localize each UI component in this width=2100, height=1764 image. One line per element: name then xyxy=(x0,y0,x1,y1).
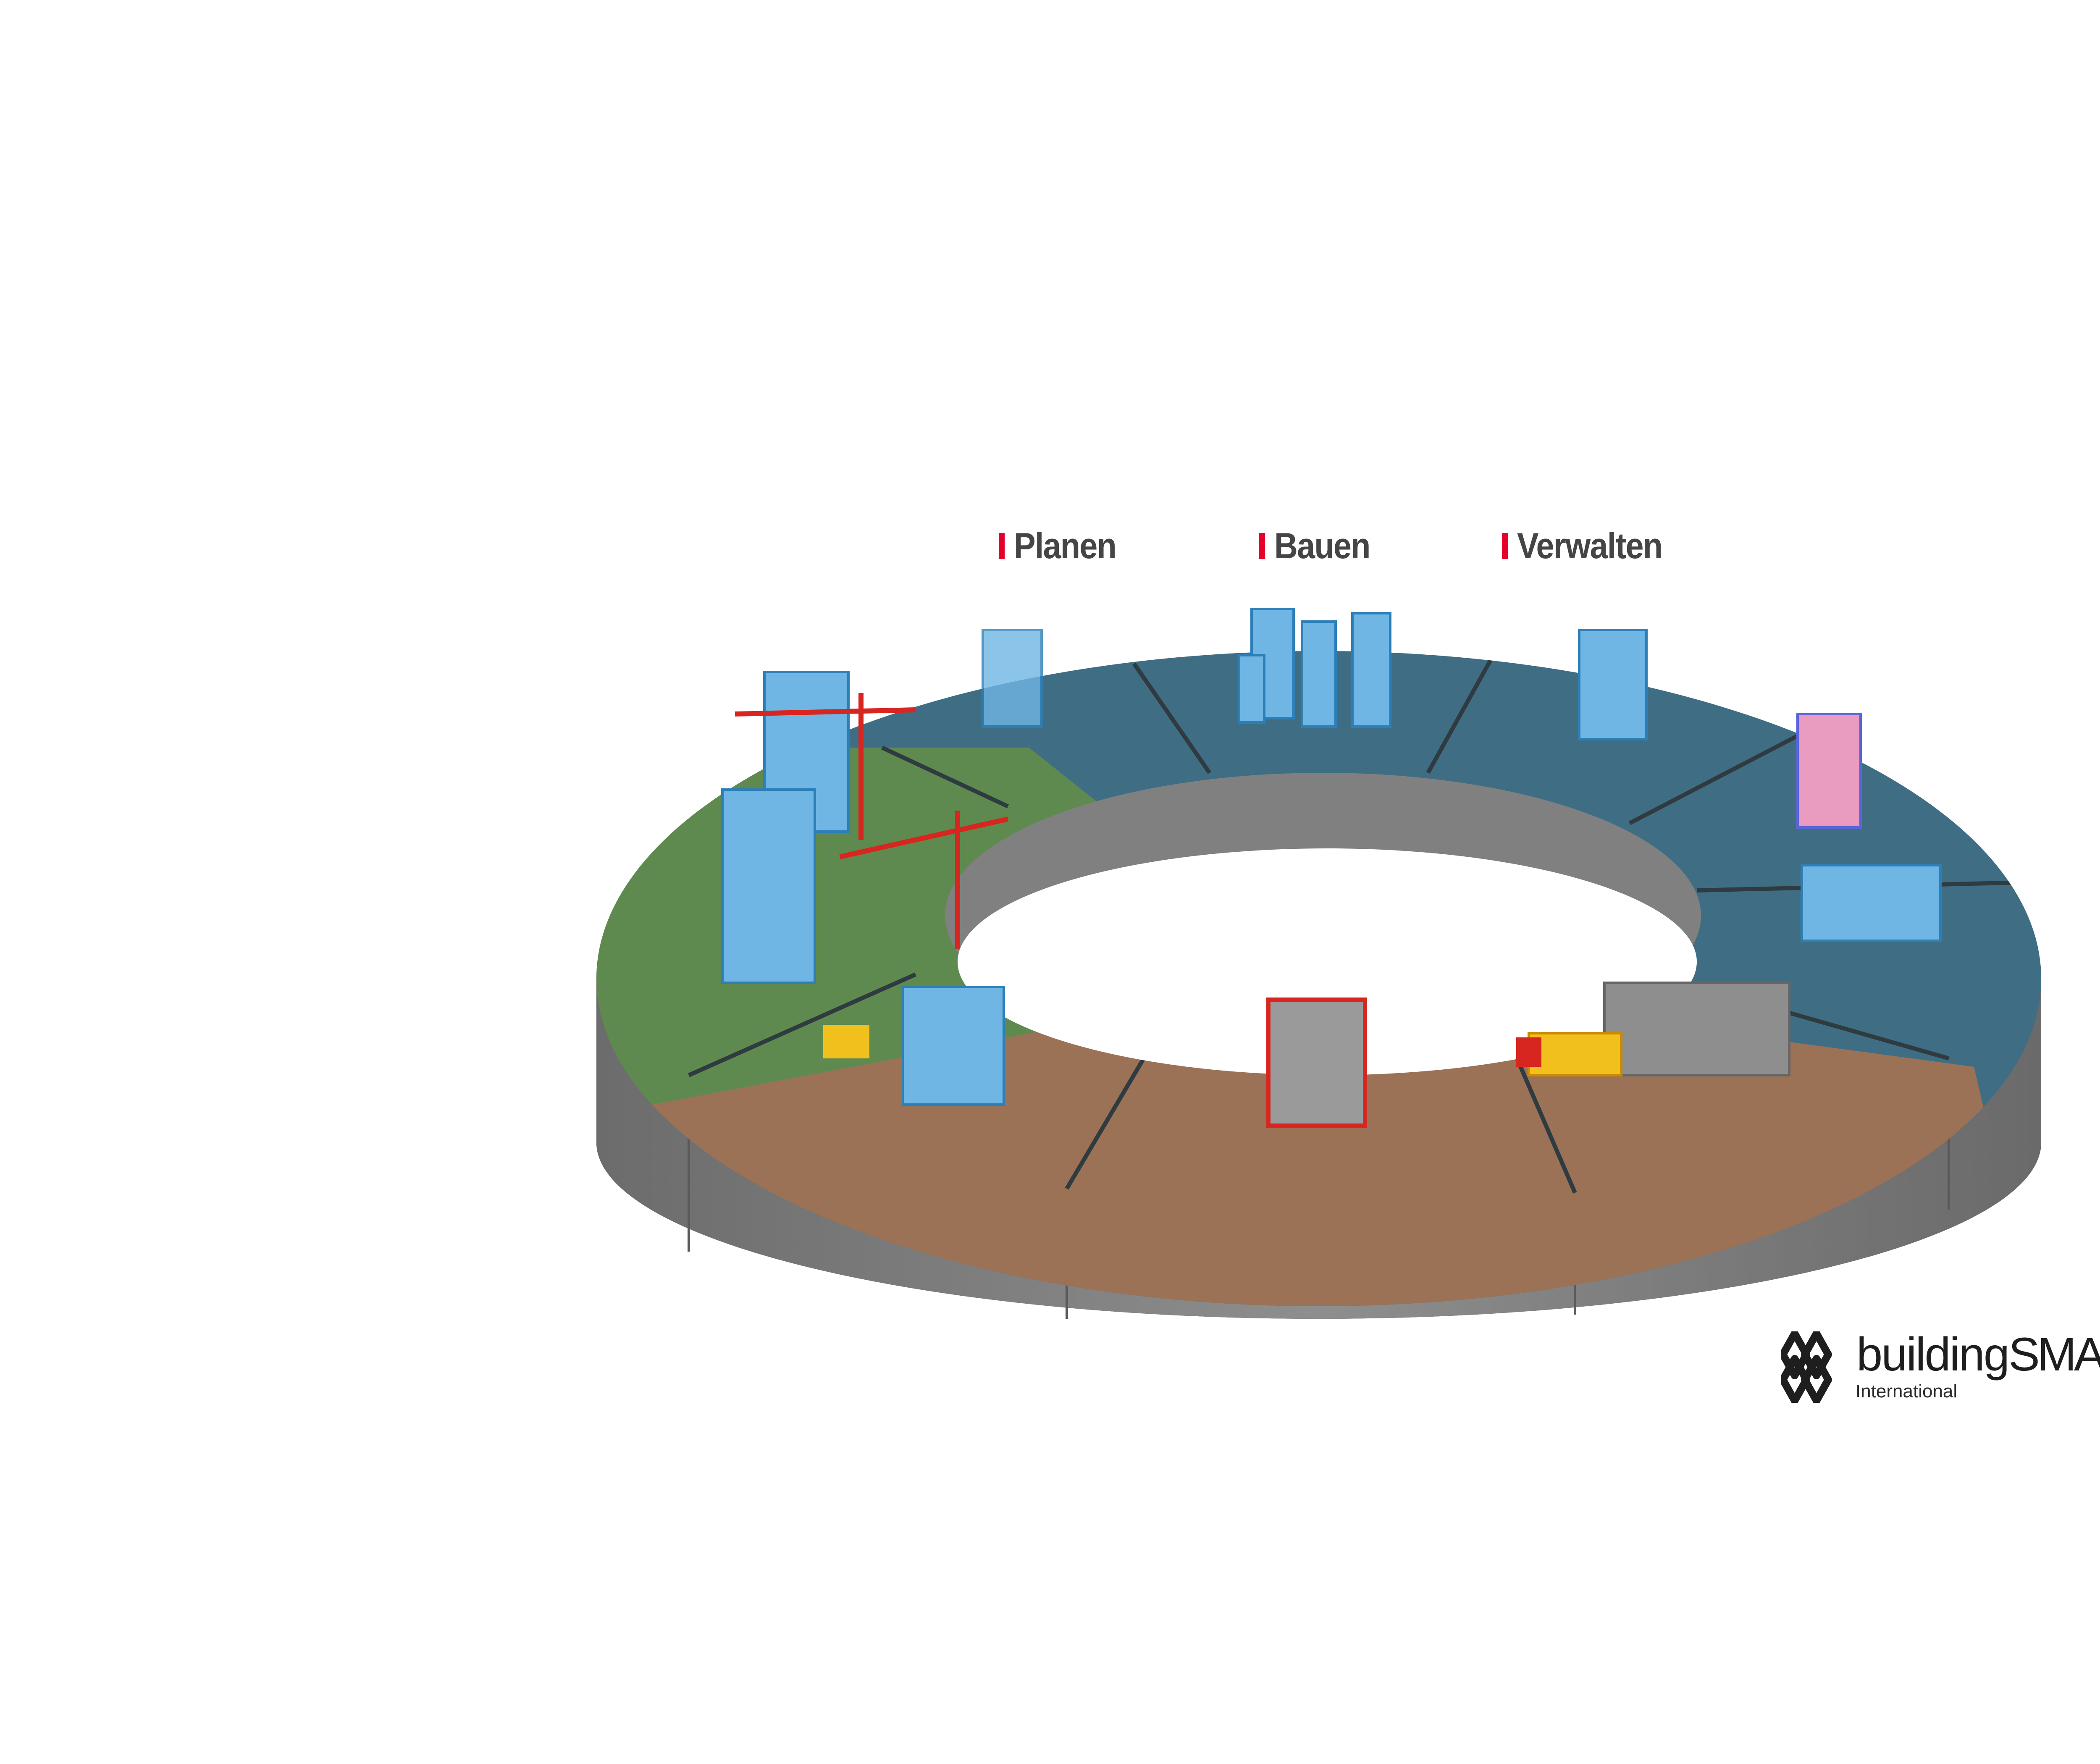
phase-label-bauen: Bauen xyxy=(1259,523,1381,569)
building-models xyxy=(721,608,1942,1128)
accent-bar xyxy=(1502,533,1508,559)
phase-label-verwalten: Verwalten xyxy=(1502,523,1678,569)
ring-inner-hole xyxy=(945,773,1701,1075)
phase-label-planen: Planen xyxy=(999,523,1127,569)
buildingsmart-knot-icon xyxy=(1779,1330,1832,1404)
accent-bar xyxy=(1259,533,1265,559)
logo-wordmark: buildingSMART® xyxy=(1856,1328,2100,1381)
buildingsmart-logo: buildingSMART® International xyxy=(1779,1328,2100,1407)
logo-subtitle: International xyxy=(1856,1381,1958,1402)
accent-bar xyxy=(999,533,1005,559)
